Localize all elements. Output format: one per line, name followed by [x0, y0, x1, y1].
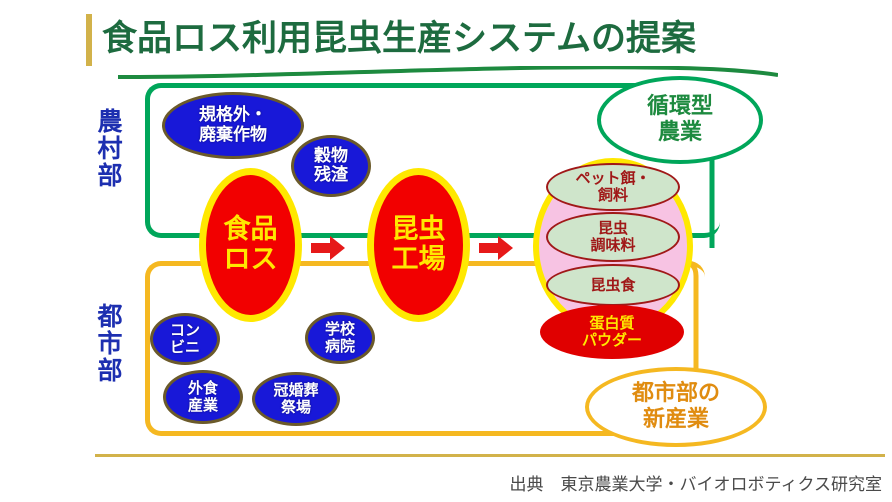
footer-divider [95, 454, 885, 457]
source-node-substandard-crops[interactable]: 規格外・ 廃棄作物 [162, 92, 304, 159]
urban-region-label: 都市部 [94, 303, 123, 384]
product-node-protein-powder[interactable]: 蛋白質 パウダー [540, 305, 684, 359]
rural-region-label: 農村部 [94, 108, 123, 189]
title-underline-swoosh [118, 66, 778, 79]
product-node-entomophagy[interactable]: 昆虫食 [546, 264, 680, 306]
source-node-grain-residue[interactable]: 穀物 残渣 [291, 135, 371, 197]
process-node-insect-factory[interactable]: 昆虫 工場 [367, 168, 470, 322]
product-node-pet-food[interactable]: ペット餌・ 飼料 [546, 163, 680, 211]
source-node-ceremonial-hall[interactable]: 冠婚葬 祭場 [252, 372, 340, 426]
outcome-bubble-urban-new-industry[interactable]: 都市部の 新産業 [585, 367, 767, 447]
source-node-convenience-store[interactable]: コン ビニ [150, 313, 220, 365]
source-node-food-service[interactable]: 外食 産業 [163, 370, 243, 424]
arrow-factory-to-products [479, 236, 513, 260]
process-node-food-loss[interactable]: 食品 ロス [199, 168, 302, 322]
product-node-insect-seasoning[interactable]: 昆虫 調味料 [546, 212, 680, 262]
arrow-food-loss-to-factory [311, 236, 345, 260]
footer-source: 出典 東京農業大学・バイオロボティクス研究室 [509, 475, 882, 495]
title-accent-bar [86, 14, 92, 66]
outcome-bubble-circular-agriculture[interactable]: 循環型 農業 [597, 76, 763, 164]
source-node-school-hospital[interactable]: 学校 病院 [305, 312, 375, 364]
page-title: 食品ロス利用昆虫生産システムの提案 [102, 19, 696, 59]
